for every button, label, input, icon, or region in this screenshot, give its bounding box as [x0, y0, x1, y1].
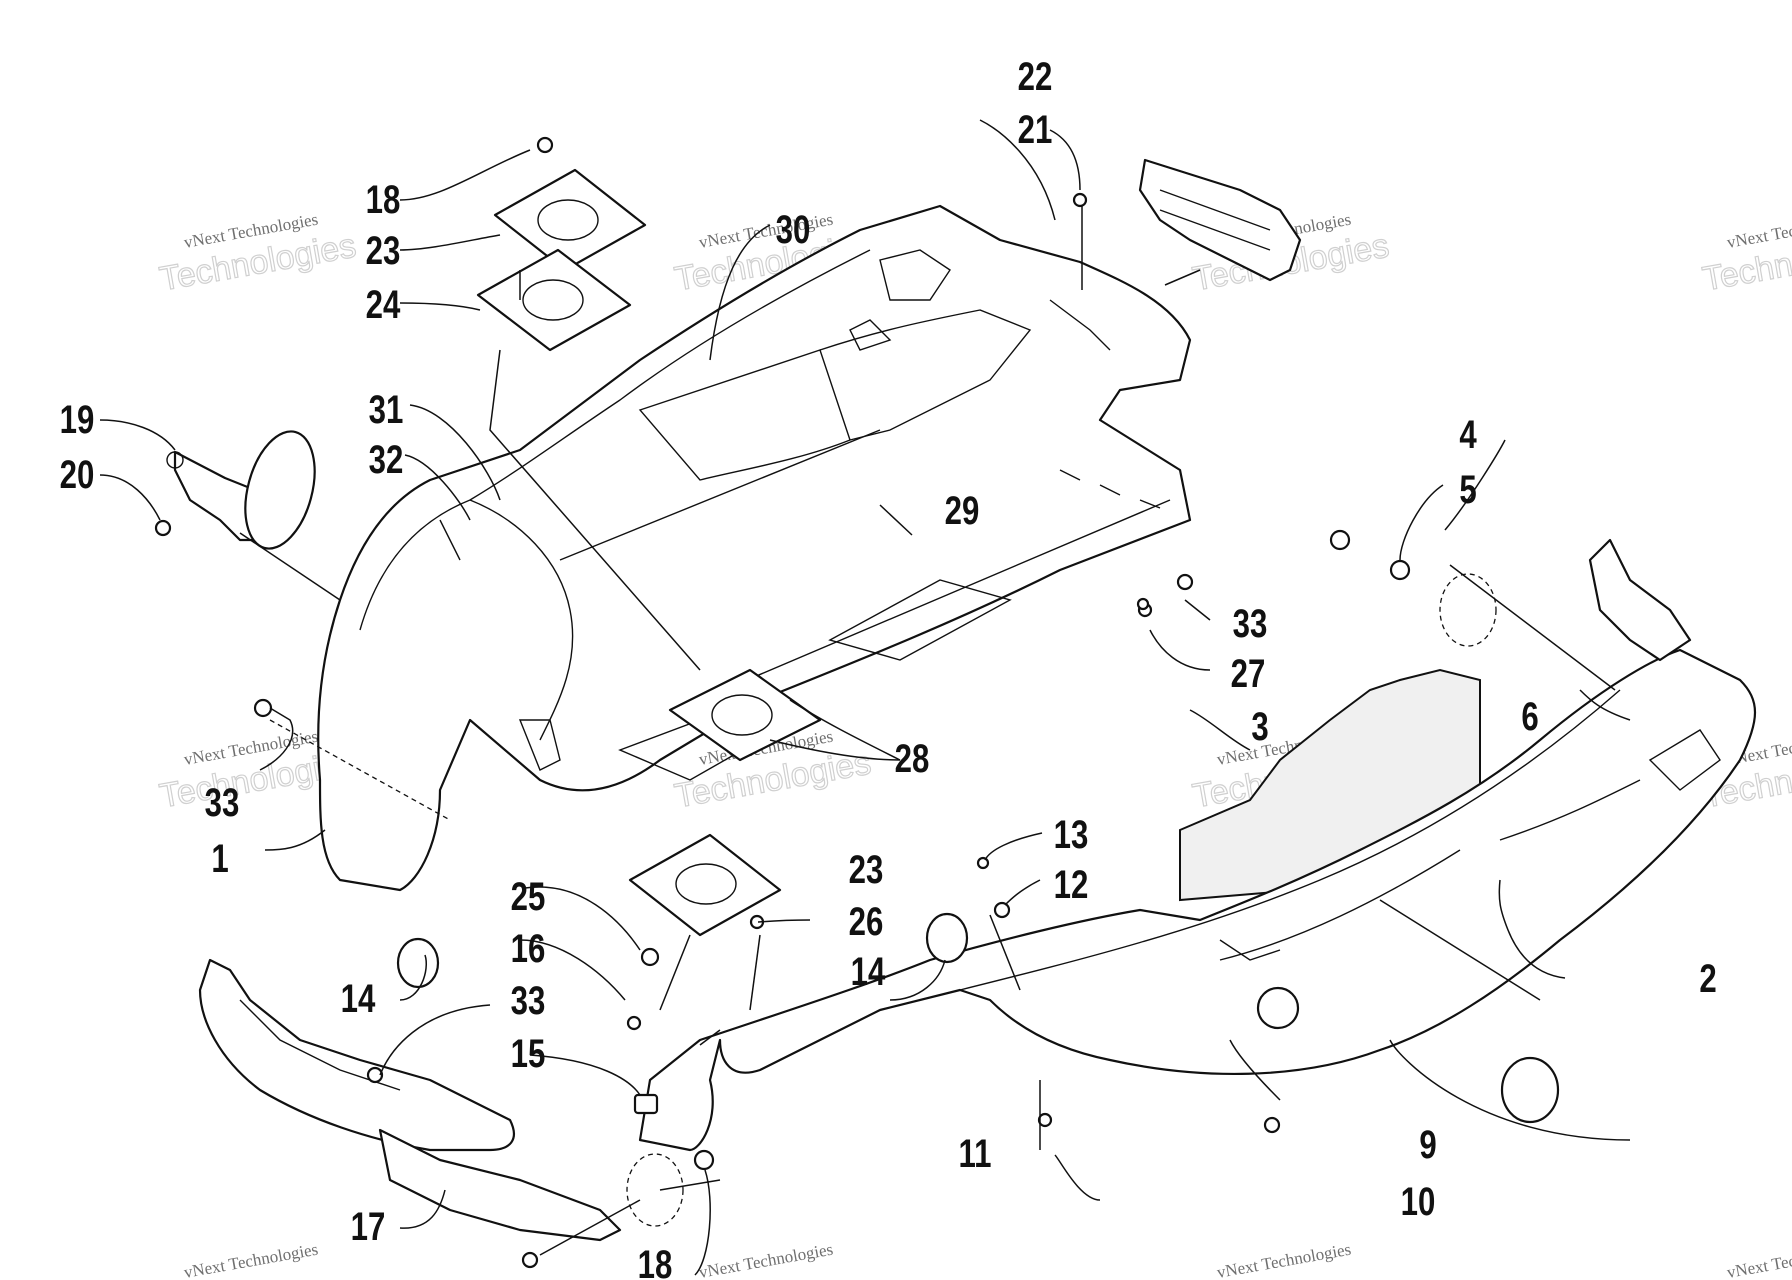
svg-text:vNext Technologies: vNext Technologies — [697, 1240, 834, 1280]
callout-33: 33 — [511, 978, 546, 1023]
callout-25: 25 — [511, 874, 546, 919]
callout-23: 23 — [366, 228, 401, 273]
callout-14: 14 — [341, 976, 376, 1021]
callout-28: 28 — [895, 736, 930, 781]
callout-labels: 1 2 3 4 5 6 9 10 11 12 13 14 14 15 16 17… — [60, 54, 1717, 1280]
callout-11: 11 — [959, 1131, 992, 1176]
callout-12: 12 — [1054, 862, 1089, 907]
front-bumper-part — [198, 958, 622, 1242]
callout-24: 24 — [366, 282, 401, 327]
gasket-plates — [476, 168, 822, 937]
callout-23: 23 — [849, 847, 884, 892]
callout-3: 3 — [1251, 704, 1268, 749]
callout-33: 33 — [205, 780, 240, 825]
watermark: vNext Technologies — [697, 1240, 834, 1280]
callout-27: 27 — [1231, 651, 1266, 696]
callout-20: 20 — [60, 452, 95, 497]
callout-10: 10 — [1401, 1179, 1436, 1224]
callout-33: 33 — [1233, 601, 1268, 646]
leader-lines — [99, 119, 1631, 1276]
watermark: vNext Technologies — [182, 1240, 319, 1280]
callout-21: 21 — [1018, 107, 1053, 152]
callout-2: 2 — [1699, 956, 1716, 1001]
callout-32: 32 — [369, 437, 404, 482]
callout-6: 6 — [1521, 694, 1538, 739]
callout-18: 18 — [366, 177, 401, 222]
watermark: vNext Technologies — [1215, 1240, 1352, 1280]
callout-9: 9 — [1419, 1122, 1436, 1167]
grille-part — [1138, 158, 1302, 282]
hardware — [154, 136, 1560, 1269]
svg-text:vNext Technologies: vNext Technologies — [1725, 1240, 1792, 1280]
belly-pan-part — [317, 204, 1192, 892]
callout-14: 14 — [851, 949, 886, 994]
watermark: vNext Technologies Technologies — [1699, 210, 1792, 299]
callout-18: 18 — [638, 1242, 673, 1280]
callout-30: 30 — [776, 207, 811, 252]
svg-text:vNext Technologies: vNext Technologies — [1215, 1240, 1352, 1280]
callout-15: 15 — [511, 1031, 546, 1076]
callout-31: 31 — [369, 387, 404, 432]
callout-19: 19 — [60, 397, 95, 442]
callout-1: 1 — [211, 836, 228, 881]
callout-13: 13 — [1054, 812, 1089, 857]
callout-5: 5 — [1459, 467, 1476, 512]
svg-text:vNext Technologies: vNext Technologies — [1725, 210, 1792, 252]
watermark: vNext Technologies — [1725, 1240, 1792, 1280]
callout-26: 26 — [849, 899, 884, 944]
callout-17: 17 — [351, 1204, 386, 1249]
callout-29: 29 — [945, 488, 980, 533]
svg-text:vNext Technologies: vNext Technologies — [182, 1240, 319, 1280]
callout-4: 4 — [1459, 412, 1476, 457]
callout-16: 16 — [511, 926, 546, 971]
intake-boot-part — [166, 430, 316, 550]
callout-22: 22 — [1018, 54, 1053, 99]
watermark: vNext Technologies Technologies — [156, 210, 359, 299]
side-panel-part — [638, 538, 1757, 1152]
